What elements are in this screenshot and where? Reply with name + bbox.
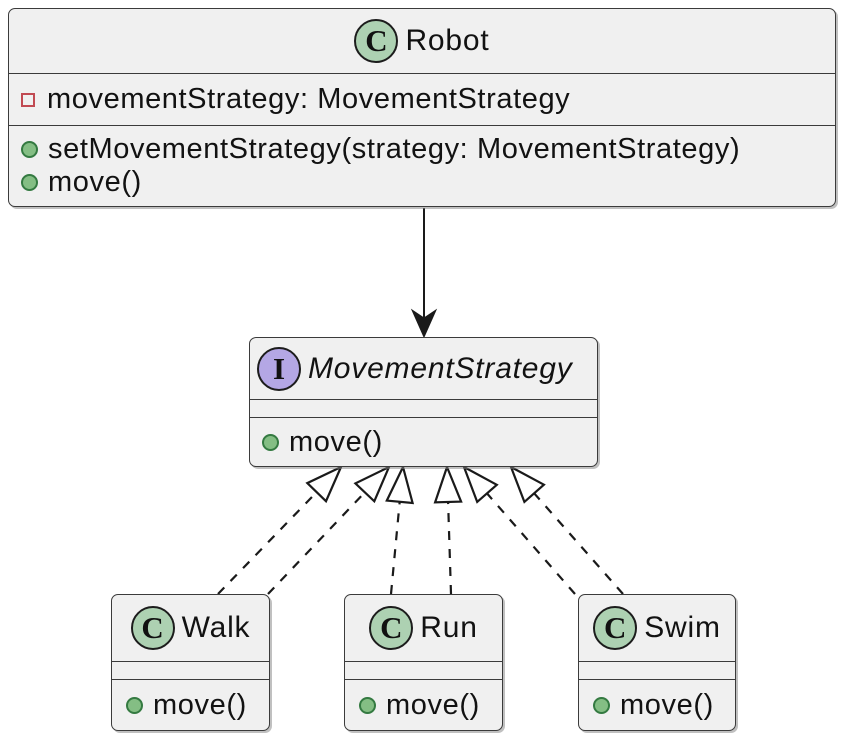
field-text: movementStrategy: MovementStrategy bbox=[47, 83, 571, 115]
method-text: move() bbox=[153, 688, 247, 721]
movementstrategy-methods-section: move() bbox=[250, 418, 597, 466]
method-row: move() bbox=[359, 689, 502, 722]
run-header: C Run bbox=[345, 595, 502, 662]
hollow-triangle-arrowhead-icon bbox=[353, 464, 392, 504]
method-text: setMovementStrategy(strategy: MovementSt… bbox=[48, 133, 741, 165]
public-method-dot-icon bbox=[262, 433, 279, 451]
public-method-dot-icon bbox=[21, 141, 38, 158]
hollow-triangle-arrowhead-icon bbox=[433, 463, 463, 504]
class-node-robot: C Robot movementStrategy: MovementStrate… bbox=[8, 8, 836, 207]
edge-swim-to-movementstrategy-2 bbox=[533, 492, 624, 595]
swim-fields-section bbox=[579, 662, 735, 680]
swim-header: C Swim bbox=[579, 595, 735, 662]
class-node-run: C Run move() bbox=[344, 594, 503, 731]
class-node-walk: C Walk move() bbox=[111, 594, 270, 731]
public-method-dot-icon bbox=[593, 696, 610, 714]
class-node-swim: C Swim move() bbox=[578, 594, 736, 731]
robot-header: C Robot bbox=[9, 9, 835, 74]
movementstrategy-fields-section bbox=[250, 400, 597, 418]
class-name: Run bbox=[420, 611, 478, 644]
robot-methods-section: setMovementStrategy(strategy: MovementSt… bbox=[9, 126, 835, 206]
class-name: Swim bbox=[644, 611, 721, 644]
method-text: move() bbox=[48, 166, 142, 198]
method-text: move() bbox=[289, 425, 383, 458]
private-field-square-icon bbox=[21, 92, 35, 107]
hollow-triangle-arrowhead-icon bbox=[508, 464, 546, 504]
method-row: move() bbox=[593, 689, 735, 722]
interface-node-movementstrategy: I MovementStrategy move() bbox=[249, 337, 598, 467]
public-method-dot-icon bbox=[359, 696, 376, 714]
public-method-dot-icon bbox=[21, 174, 38, 191]
class-letter-icon: C bbox=[369, 606, 414, 650]
class-name: Walk bbox=[181, 611, 251, 644]
solid-arrowhead-icon bbox=[410, 308, 438, 339]
edge-robot-to-movementstrategy bbox=[410, 208, 438, 339]
class-name: Robot bbox=[405, 24, 490, 57]
walk-header: C Walk bbox=[112, 595, 269, 662]
method-row: move() bbox=[126, 689, 269, 722]
edge-run-to-movementstrategy-1 bbox=[389, 501, 401, 595]
method-text: move() bbox=[386, 688, 480, 721]
edge-swim-to-movementstrategy-1 bbox=[486, 492, 576, 595]
method-row: move() bbox=[21, 166, 835, 199]
movementstrategy-header: I MovementStrategy bbox=[250, 338, 597, 400]
class-letter-icon: C bbox=[354, 19, 399, 63]
class-letter-icon: C bbox=[130, 606, 175, 650]
method-text: move() bbox=[620, 688, 714, 721]
hollow-triangle-arrowhead-icon bbox=[305, 464, 344, 504]
method-row: move() bbox=[262, 426, 597, 459]
interface-name: MovementStrategy bbox=[308, 351, 573, 385]
interface-letter-icon: I bbox=[257, 346, 301, 391]
robot-fields-section: movementStrategy: MovementStrategy bbox=[9, 74, 835, 126]
run-fields-section bbox=[345, 662, 502, 680]
class-letter-icon: C bbox=[593, 606, 638, 650]
swim-methods-section: move() bbox=[579, 680, 735, 730]
method-row: setMovementStrategy(strategy: MovementSt… bbox=[21, 133, 835, 166]
edge-walk-to-movementstrategy-2 bbox=[267, 491, 366, 595]
hollow-triangle-arrowhead-icon bbox=[385, 463, 415, 505]
hollow-triangle-arrowhead-icon bbox=[461, 464, 499, 504]
walk-methods-section: move() bbox=[112, 680, 269, 730]
edge-run-to-movementstrategy-2 bbox=[447, 501, 453, 595]
run-methods-section: move() bbox=[345, 680, 502, 730]
public-method-dot-icon bbox=[126, 696, 143, 714]
edge-walk-to-movementstrategy-1 bbox=[217, 491, 318, 595]
walk-fields-section bbox=[112, 662, 269, 680]
